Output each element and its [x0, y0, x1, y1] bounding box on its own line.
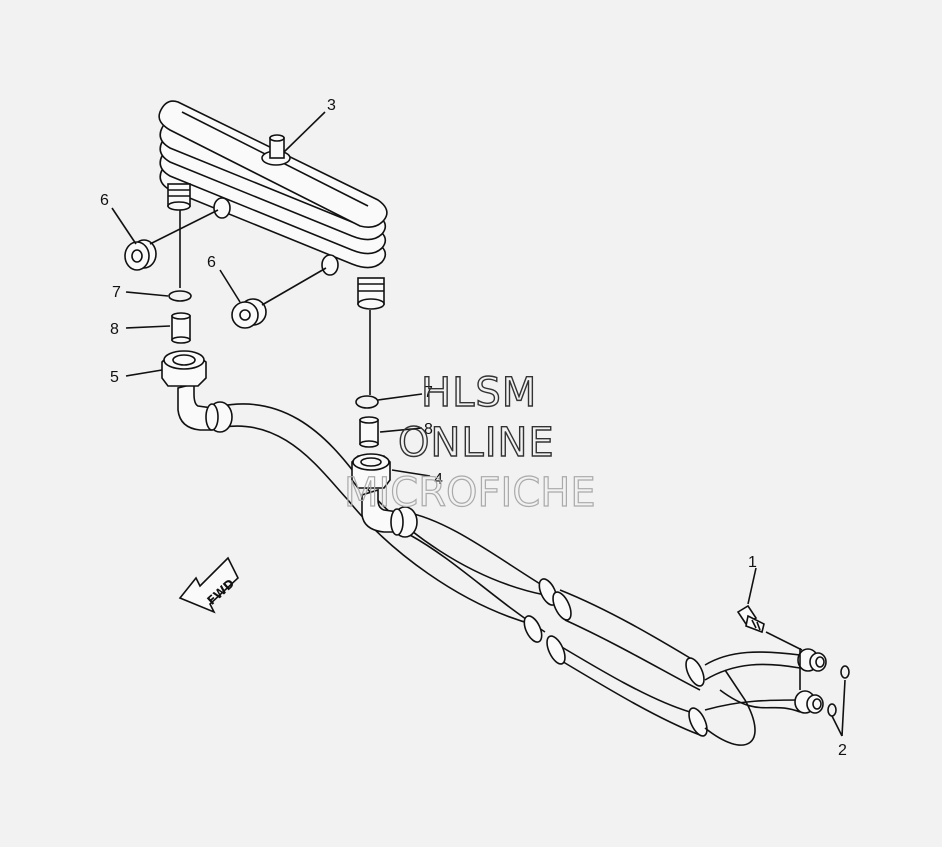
watermark-line-1: HLSM: [421, 370, 537, 416]
oil-cooler[interactable]: [158, 100, 388, 310]
o-ring-right[interactable]: [355, 395, 379, 409]
washer-lower[interactable]: [827, 703, 837, 717]
washer-upper[interactable]: [840, 665, 850, 679]
union-nut-5[interactable]: [161, 350, 207, 387]
banjo-fitting-upper[interactable]: [797, 648, 827, 672]
banjo-fitting-lower[interactable]: [794, 690, 824, 714]
collar-left[interactable]: [171, 312, 191, 344]
leader-lines: [111, 111, 846, 737]
fwd-arrow-icon: FWD: [178, 556, 239, 614]
grommet-right[interactable]: [231, 298, 267, 329]
callout-6-right: 6: [207, 254, 216, 271]
o-ring-left[interactable]: [168, 290, 192, 302]
callout-7-right: 7: [424, 384, 433, 401]
callout-5: 5: [110, 369, 119, 386]
watermark-line-2: ONLINE: [398, 420, 555, 466]
callout-6-left: 6: [100, 192, 109, 209]
callout-3: 3: [327, 97, 336, 114]
callout-8-left: 8: [110, 321, 119, 338]
callout-8-right: 8: [424, 421, 433, 438]
callout-4: 4: [434, 471, 443, 488]
oil-hose-assembly[interactable]: [177, 382, 801, 746]
callout-7-left: 7: [112, 284, 121, 301]
union-nut-4[interactable]: [351, 453, 391, 489]
callout-2: 2: [838, 742, 847, 759]
grommet-left[interactable]: [124, 239, 157, 271]
watermark-line-3: MICROFICHE: [344, 470, 596, 516]
bolt-1[interactable]: [736, 604, 765, 634]
collar-right[interactable]: [359, 416, 379, 448]
watermark: HLSM ONLINE MICROFICHE: [343, 369, 596, 516]
callout-1: 1: [748, 554, 757, 571]
